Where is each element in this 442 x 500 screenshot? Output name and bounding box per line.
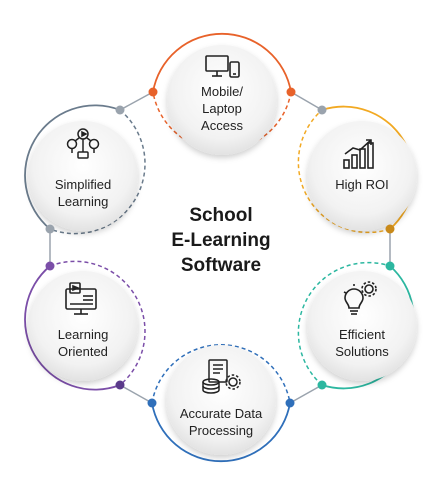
node-ring-dashed [49, 260, 146, 386]
node-ring-dashed [151, 344, 291, 404]
node-disc [28, 271, 138, 381]
node-dot [148, 87, 158, 97]
node-ring [24, 265, 121, 391]
node-dot [147, 398, 157, 408]
node-label: Simplified Learning [54, 177, 112, 209]
learning-network-icon [66, 128, 100, 159]
node-label: Learning Oriented [57, 327, 109, 359]
node-mobile-laptop-access [148, 32, 296, 155]
devices-icon [205, 55, 240, 78]
node-dot [385, 261, 395, 271]
node-dot [385, 224, 395, 234]
node-ring [152, 32, 292, 93]
node-dot [317, 380, 327, 390]
node-dot [285, 398, 295, 408]
node-high-roi [297, 105, 417, 234]
node-simplified-learning [24, 104, 146, 235]
growth-chart-icon [343, 139, 374, 169]
node-disc [28, 121, 138, 231]
node-learning-oriented [24, 260, 146, 391]
connector-line [290, 91, 323, 111]
node-dot [115, 380, 125, 390]
node-dot [115, 105, 125, 115]
lightbulb-gear-icon [343, 281, 377, 315]
data-processing-icon [202, 359, 241, 394]
node-dot [45, 261, 55, 271]
connector-line [289, 384, 323, 404]
node-ring-dashed [49, 109, 146, 235]
node-disc [307, 121, 417, 231]
node-ring-dashed [152, 91, 292, 151]
node-dot [286, 87, 296, 97]
connector-line [119, 91, 154, 111]
video-lesson-icon [65, 282, 97, 315]
node-label: Mobile/ Laptop Access [201, 84, 243, 133]
node-ring-dashed [297, 261, 391, 386]
connector-line [119, 384, 153, 404]
node-accurate-data-processing [147, 344, 295, 463]
node-label: Efficient Solutions [335, 327, 389, 359]
node-efficient-solutions [297, 261, 417, 390]
node-dot [317, 105, 327, 115]
node-disc [166, 345, 276, 455]
node-dot [45, 224, 55, 234]
node-disc [167, 45, 277, 155]
node-disc [307, 271, 417, 381]
center-title: School E-Learning Software [171, 205, 271, 276]
node-label: Accurate Data Processing [179, 406, 263, 438]
node-label: High ROI [335, 177, 389, 192]
node-ring [24, 104, 121, 230]
node-ring-dashed [297, 109, 391, 234]
node-ring [151, 402, 291, 463]
